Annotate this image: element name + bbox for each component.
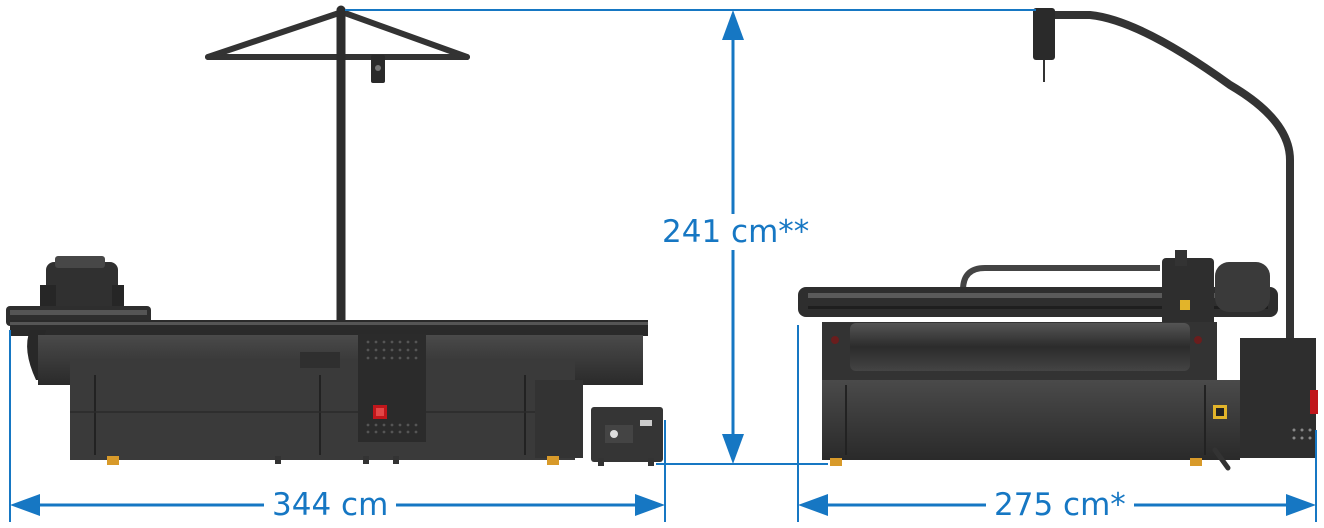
arm-camera bbox=[1033, 8, 1055, 60]
depth-arrow-right bbox=[1286, 494, 1316, 516]
height-dimension-label: 241 cm** bbox=[654, 214, 818, 250]
width-arrow-right bbox=[635, 494, 665, 516]
height-arrow-bottom bbox=[722, 434, 744, 464]
gantry-hose bbox=[960, 265, 1160, 291]
machine-side-view bbox=[6, 5, 663, 466]
width-dimension-label: 344 cm bbox=[264, 487, 397, 523]
machine-front-view bbox=[798, 8, 1318, 471]
electrical-cabinet bbox=[1240, 338, 1316, 458]
feed-roller bbox=[850, 323, 1190, 371]
depth-arrow-left bbox=[798, 494, 828, 516]
front-feet bbox=[830, 458, 1202, 466]
height-arrow-top bbox=[722, 10, 744, 40]
table-feet bbox=[107, 456, 654, 466]
width-arrow-left bbox=[10, 494, 40, 516]
depth-dimension-label: 275 cm* bbox=[986, 487, 1134, 523]
overhead-arm bbox=[1036, 11, 1294, 424]
